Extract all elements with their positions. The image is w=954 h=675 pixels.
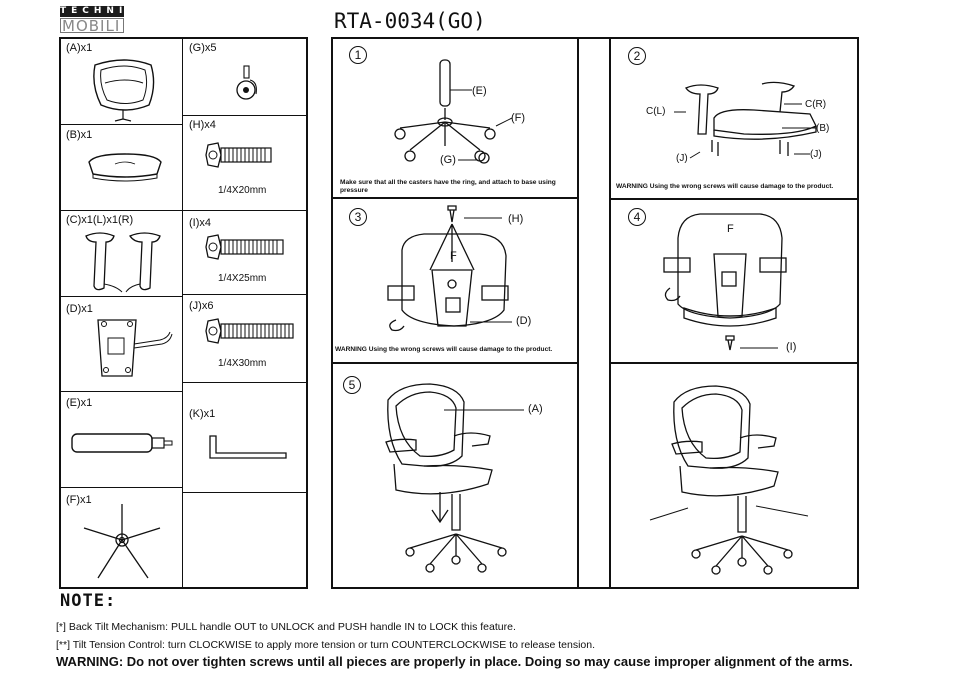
- part-i-label: (I)x4: [189, 217, 211, 229]
- parts-divider: [182, 38, 183, 588]
- step-3-warning: WARNING Using the wrong screws will caus…: [335, 346, 553, 353]
- step-1-e-label: (E): [472, 85, 487, 97]
- note-warning: WARNING: Do not over tighten screws unti…: [56, 654, 853, 669]
- step-1-f-label: (F): [511, 112, 526, 124]
- armrests-drawing: [85, 232, 161, 293]
- step-4-i-label: (I): [786, 341, 797, 353]
- backrest-drawing: [93, 59, 155, 122]
- step-1-note: Make sure that all the casters have the …: [340, 179, 556, 186]
- brand-logo-bottom: MOBILI: [60, 18, 124, 34]
- step-2-number: 2: [628, 47, 646, 65]
- step-1-note-2: pressure: [340, 187, 368, 194]
- divider: [332, 197, 577, 199]
- part-f-label: (F)x1: [66, 494, 92, 506]
- step-1-number: 1: [349, 46, 367, 64]
- divider: [332, 362, 577, 364]
- part-a-label: (A)x1: [66, 42, 93, 54]
- divider: [182, 492, 306, 493]
- divider: [60, 124, 182, 125]
- step-1-base-assembly-drawing: [394, 59, 496, 164]
- part-i-size: 1/4X25mm: [218, 273, 267, 284]
- hex-key-drawing: [209, 435, 287, 459]
- step-3-d-label: (D): [516, 315, 532, 327]
- star-base-drawing: [83, 504, 161, 579]
- steps-panel: [331, 37, 859, 589]
- step-2-cr-label: C(R): [805, 99, 827, 110]
- step-2-jl-label: (J): [676, 153, 688, 164]
- part-b-label: (B)x1: [66, 129, 93, 141]
- caster-drawing: [236, 65, 257, 100]
- step-3-number: 3: [349, 208, 367, 226]
- bolt-j-drawing: [205, 318, 294, 344]
- finished-chair-drawing: [649, 385, 809, 575]
- step-5-number: 5: [343, 376, 361, 394]
- step-2-jr-label: (J): [810, 149, 822, 160]
- part-k-label: (K)x1: [189, 408, 216, 420]
- step-3-mechanism-drawing: [387, 205, 509, 332]
- divider: [60, 487, 182, 488]
- step-5-chair-drawing: [385, 383, 507, 573]
- parts-panel: [59, 37, 308, 589]
- divider: [611, 362, 857, 364]
- seat-drawing: [88, 153, 162, 182]
- step-4-f-label: F: [727, 223, 734, 235]
- step-2-armrest-assembly-drawing: [685, 81, 817, 156]
- part-c-label: (C)x1(L)x1(R): [66, 214, 134, 226]
- divider: [182, 294, 306, 295]
- divider: [182, 210, 306, 211]
- divider: [60, 210, 182, 211]
- part-h-size: 1/4X20mm: [218, 185, 267, 196]
- divider: [60, 296, 182, 297]
- step-3-f-label: F: [450, 250, 457, 262]
- step-5-a-label: (A): [528, 403, 543, 415]
- steps-gutter-right: [609, 38, 611, 588]
- note-line-2: [**] Tilt Tension Control: turn CLOCKWIS…: [56, 639, 596, 651]
- note-heading: NOTE:: [60, 591, 117, 611]
- part-g-label: (G)x5: [189, 42, 217, 54]
- step-4-number: 4: [628, 208, 646, 226]
- mechanism-drawing: [97, 319, 173, 377]
- brand-logo-top: TECHNI: [60, 6, 128, 17]
- note-line-1: [*] Back Tilt Mechanism: PULL handle OUT…: [56, 621, 516, 633]
- page-title: RTA-0034(GO): [334, 9, 486, 33]
- part-d-label: (D)x1: [66, 303, 93, 315]
- step-2-cl-label: C(L): [646, 106, 666, 117]
- part-j-label: (J)x6: [189, 300, 214, 312]
- gas-lift-drawing: [71, 433, 173, 453]
- steps-gutter-left: [577, 38, 579, 588]
- divider: [60, 391, 182, 392]
- bolt-i-drawing: [205, 234, 284, 260]
- step-2-b-label: (B): [816, 123, 830, 134]
- divider: [182, 115, 306, 116]
- step-4-mechanism-drawing: [663, 213, 787, 351]
- part-h-label: (H)x4: [189, 119, 216, 131]
- bolt-h-drawing: [205, 142, 272, 168]
- step-1-g-label: (G): [440, 154, 456, 166]
- part-j-size: 1/4X30mm: [218, 358, 267, 369]
- step-3-h-label: (H): [508, 213, 524, 225]
- divider: [182, 382, 306, 383]
- divider: [611, 198, 857, 200]
- part-e-label: (E)x1: [66, 397, 93, 409]
- step-2-warning: WARNING Using the wrong screws will caus…: [616, 183, 834, 190]
